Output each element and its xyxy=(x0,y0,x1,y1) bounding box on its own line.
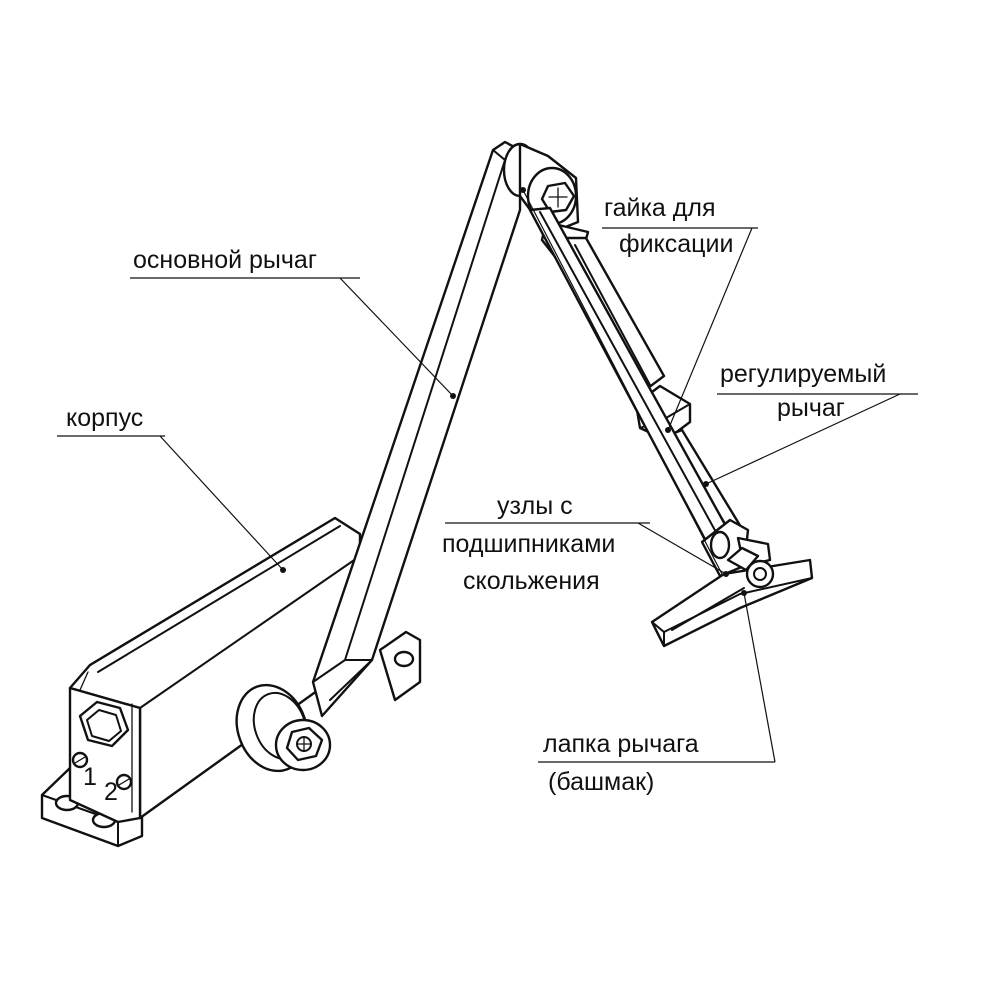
label-bearings-line3: скольжения xyxy=(463,567,600,595)
label-main-arm: основной рычаг xyxy=(133,246,317,274)
pivot-assembly xyxy=(235,683,332,773)
label-bearings-line1: узлы с xyxy=(497,492,573,520)
label-adjustable-arm-line2: рычаг xyxy=(777,394,845,422)
label-body: корпус xyxy=(66,404,143,432)
closer-body xyxy=(40,516,422,848)
label-shoe-line1: лапка рычага xyxy=(543,730,699,758)
leader-lines xyxy=(57,187,918,763)
main-arm xyxy=(311,140,522,718)
label-nut-line1: гайка для xyxy=(604,194,716,222)
valve-mark-2: 2 xyxy=(104,778,118,806)
label-shoe-line2: (башмак) xyxy=(548,768,654,796)
valve-mark-1: 1 xyxy=(83,763,97,791)
arm-shoe xyxy=(650,518,814,648)
label-bearings-line2: подшипниками xyxy=(442,530,615,558)
adjustable-arm xyxy=(528,206,746,562)
label-adjustable-arm-line1: регулируемый xyxy=(720,360,886,388)
label-nut-line2: фиксации xyxy=(619,230,733,258)
